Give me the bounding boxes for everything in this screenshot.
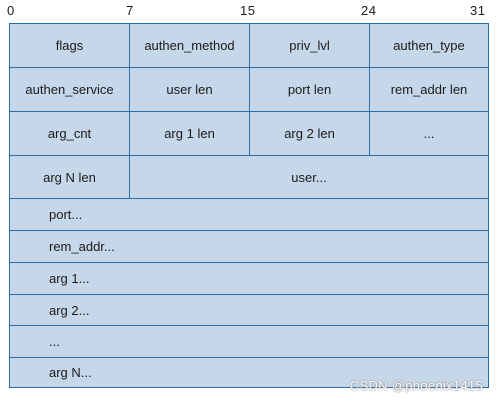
field-authen-service: authen_service [9,67,130,112]
packet-format-diagram: flags authen_method priv_lvl authen_type… [9,23,489,388]
field-priv-lvl: priv_lvl [249,23,370,68]
field-rem-addr-len: rem_addr len [369,67,489,112]
field-port: port... [9,198,489,231]
field-port-len: port len [249,67,370,112]
field-user: user... [129,155,489,199]
field-arg-1: arg 1... [9,262,489,295]
field-arg-n: arg N... [9,357,489,388]
bit-position-15: 15 [240,3,256,18]
field-arg-2: arg 2... [9,294,489,326]
field-more-args: ... [9,325,489,358]
watermark: CSDN @phoenix1415 [349,378,483,393]
field-arg-n-len: arg N len [9,155,130,199]
field-ellipsis: ... [369,111,489,156]
field-authen-method: authen_method [129,23,250,68]
field-flags: flags [9,23,130,68]
field-arg-2-len: arg 2 len [249,111,370,156]
bit-position-0: 0 [7,3,15,18]
field-arg-cnt: arg_cnt [9,111,130,156]
field-authen-type: authen_type [369,23,489,68]
bit-position-7: 7 [126,3,134,18]
bit-position-24: 24 [361,3,377,18]
bit-position-31: 31 [470,3,486,18]
field-user-len: user len [129,67,250,112]
field-rem-addr: rem_addr... [9,230,489,263]
field-arg-1-len: arg 1 len [129,111,250,156]
